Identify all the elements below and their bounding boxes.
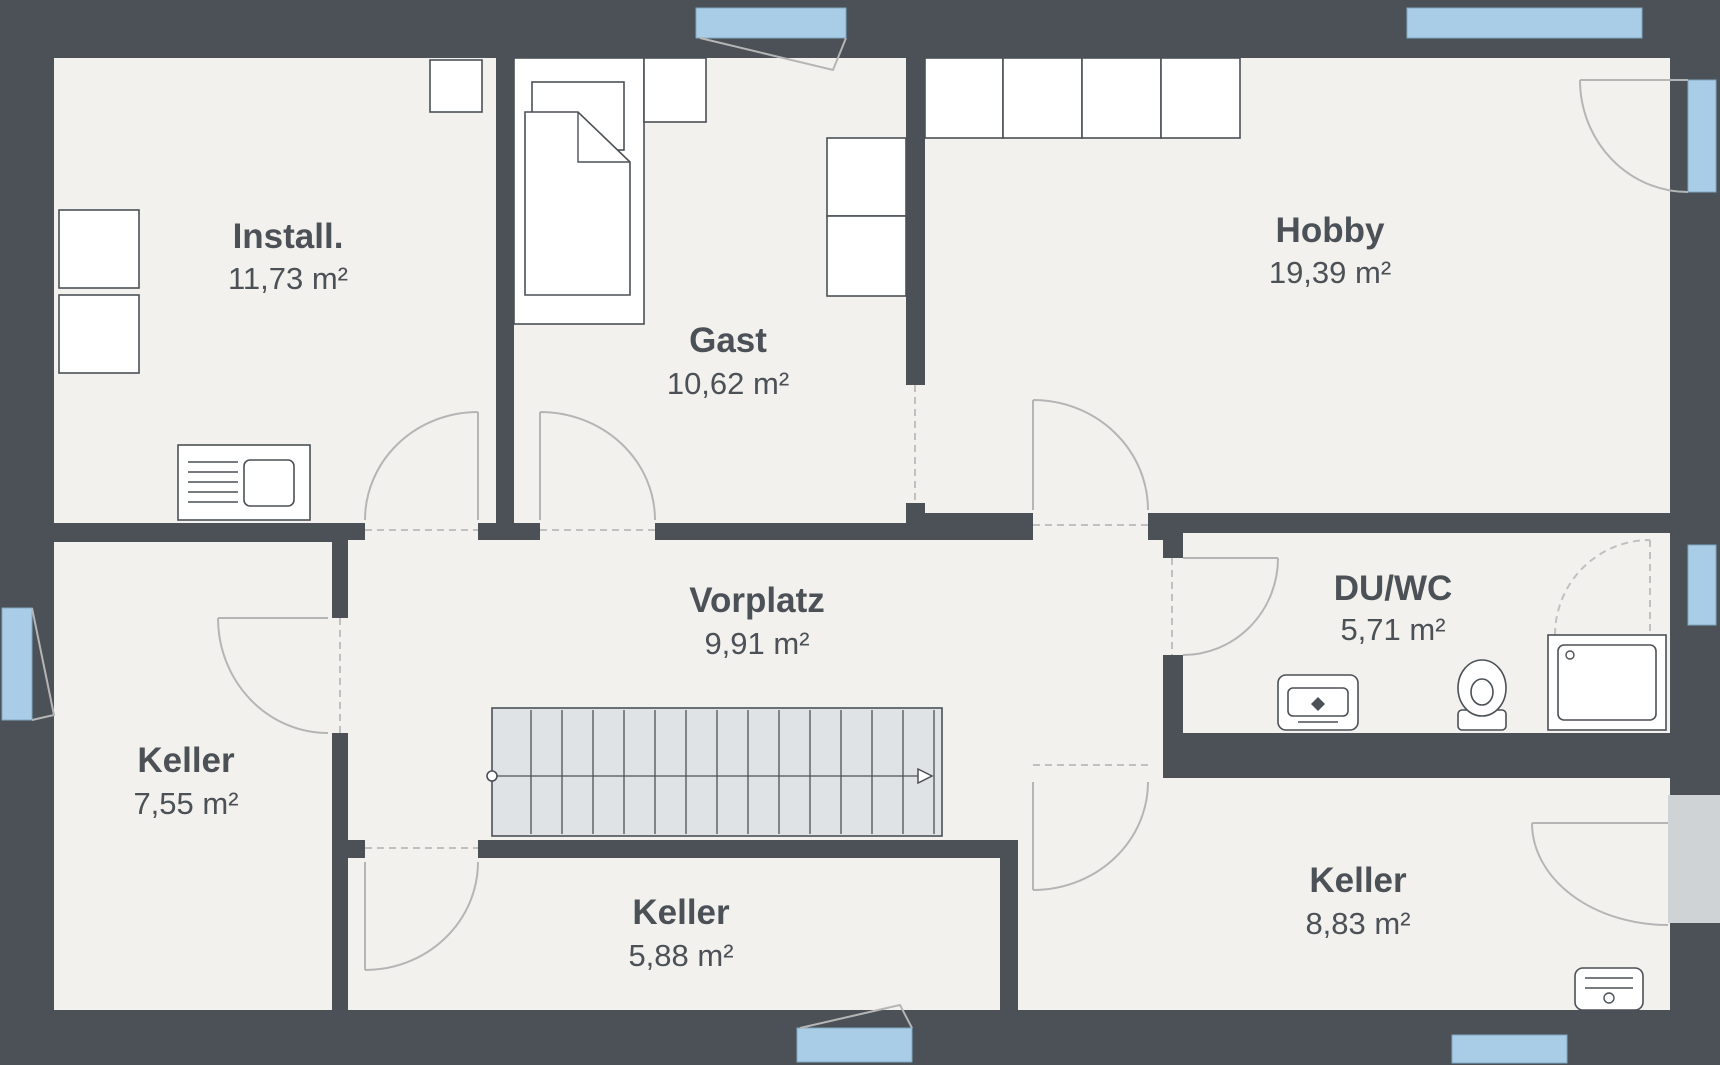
door-keller-west xyxy=(217,617,329,734)
room-labels: Install. 11,73 m² Gast 10,62 m² Hobby 19… xyxy=(133,211,1452,973)
toilet-icon xyxy=(1457,659,1507,731)
floor-keller-mid xyxy=(348,858,1000,1010)
door-window-north xyxy=(699,37,847,72)
label-keller-mid-area: 5,88 m² xyxy=(628,938,733,973)
label-gast-area: 10,62 m² xyxy=(667,366,789,401)
door-keller-east xyxy=(1032,781,1149,891)
bed-icon xyxy=(513,57,645,325)
door-install xyxy=(364,411,479,521)
wardrobe-1 xyxy=(826,137,907,217)
opening-hobby xyxy=(1033,510,1148,544)
label-vorplatz-name: Vorplatz xyxy=(689,581,824,620)
fixture-duwc xyxy=(1277,634,1667,731)
fixture-gast xyxy=(513,57,907,325)
door-hobby xyxy=(1032,399,1149,511)
stair-arrow-icon xyxy=(917,767,934,785)
door-shower xyxy=(1554,539,1651,636)
boiler-unit-small xyxy=(429,59,483,113)
tank-unit-2 xyxy=(58,294,140,374)
label-hobby-name: Hobby xyxy=(1276,211,1385,250)
opening-keller-west xyxy=(328,618,352,733)
label-duwc-area: 5,71 m² xyxy=(1340,612,1445,647)
window-south-2 xyxy=(1451,1034,1568,1064)
window-north-1 xyxy=(695,7,847,39)
window-east-2 xyxy=(1687,544,1717,626)
door-gast xyxy=(539,411,656,521)
door-duwc xyxy=(1182,557,1279,656)
opening-install xyxy=(365,520,478,544)
window-north-2 xyxy=(1406,7,1643,39)
washbasin-icon xyxy=(1277,674,1359,731)
label-vorplatz-area: 9,91 m² xyxy=(704,626,809,661)
window-east-3 xyxy=(1668,795,1720,923)
cabinet-3 xyxy=(1081,57,1162,139)
cabinet-4 xyxy=(1160,57,1241,139)
door-window-south xyxy=(799,1003,913,1029)
stair-start-dot xyxy=(486,770,498,782)
sink-icon xyxy=(177,444,311,521)
label-gast-name: Gast xyxy=(689,321,767,360)
opening-gast xyxy=(540,520,655,544)
label-install-area: 11,73 m² xyxy=(228,261,348,296)
fixture-hobby xyxy=(924,57,1241,139)
desk xyxy=(643,57,707,123)
door-keller-east-outer xyxy=(1531,822,1669,926)
stairs-icon xyxy=(486,707,943,837)
label-keller-west-name: Keller xyxy=(137,741,235,780)
floor-keller-west xyxy=(54,542,332,1010)
tank-unit-1 xyxy=(58,209,140,289)
label-hobby-area: 19,39 m² xyxy=(1269,255,1391,290)
label-duwc-name: DU/WC xyxy=(1334,569,1453,608)
label-install-name: Install. xyxy=(233,217,344,256)
door-keller-mid xyxy=(364,861,479,971)
cabinet-1 xyxy=(924,57,1004,139)
shower-icon xyxy=(1547,634,1667,731)
cabinet-2 xyxy=(1002,57,1083,139)
window-west xyxy=(1,607,33,721)
windows xyxy=(1,7,1720,1064)
radiator-icon xyxy=(1574,967,1644,1011)
door-window-west xyxy=(31,607,56,721)
wardrobe-2 xyxy=(826,215,907,297)
window-east-1 xyxy=(1687,79,1717,193)
door-hobby-outer xyxy=(1579,79,1689,193)
floor-keller-east xyxy=(1018,778,1670,1010)
doors xyxy=(31,37,1689,1029)
label-keller-west-area: 7,55 m² xyxy=(133,786,238,821)
window-south-1 xyxy=(796,1027,913,1063)
stair-steps xyxy=(530,710,935,834)
label-keller-east-name: Keller xyxy=(1309,861,1407,900)
label-keller-east-area: 8,83 m² xyxy=(1305,906,1410,941)
fixture-install xyxy=(58,59,483,521)
fixture-keller-east xyxy=(1574,967,1644,1011)
label-keller-mid-name: Keller xyxy=(632,893,730,932)
